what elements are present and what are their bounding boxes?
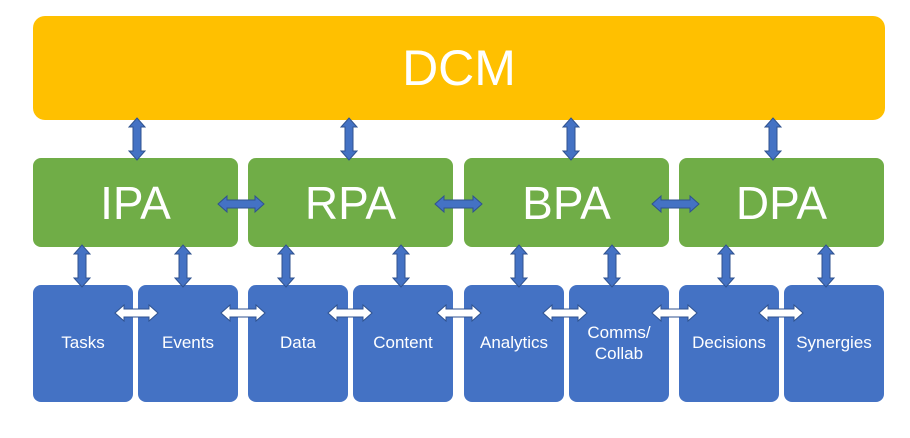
leaf-link-arrow-2	[173, 244, 193, 288]
leaf-link-arrow-8	[816, 244, 836, 288]
bpa-label: BPA	[522, 176, 611, 229]
synergies-label: Synergies	[796, 333, 872, 353]
tasks-label: Tasks	[61, 333, 105, 353]
leaf-link-arrow-1	[72, 244, 92, 288]
content-box: Content	[353, 285, 453, 402]
dcm-link-arrow-3	[561, 117, 581, 161]
dcm-link-arrow-2	[339, 117, 359, 161]
tasks-box: Tasks	[33, 285, 133, 402]
data-box: Data	[248, 285, 348, 402]
decisions-label: Decisions	[692, 333, 766, 353]
content-label: Content	[373, 333, 433, 353]
dpa-label: DPA	[735, 176, 828, 229]
bpa-box: BPA	[464, 158, 669, 247]
synergies-box: Synergies	[784, 285, 884, 402]
dcm-link-arrow-4	[763, 117, 783, 161]
leaf-link-arrow-5	[509, 244, 529, 288]
decisions-box: Decisions	[679, 285, 779, 402]
ipa-box: IPA	[33, 158, 238, 247]
ipa-label: IPA	[100, 176, 171, 229]
analytics-box: Analytics	[464, 285, 564, 402]
data-label: Data	[280, 333, 316, 353]
dpa-box: DPA	[679, 158, 884, 247]
analytics-label: Analytics	[479, 333, 549, 353]
comms-collab-box: Comms/ Collab	[569, 285, 669, 402]
events-label: Events	[162, 333, 214, 353]
leaf-link-arrow-3	[276, 244, 296, 288]
dcm-box: DCM	[33, 16, 885, 120]
rpa-box: RPA	[248, 158, 453, 247]
dcm-link-arrow-1	[127, 117, 147, 161]
dcm-label: DCM	[402, 40, 516, 96]
leaf-link-arrow-4	[391, 244, 411, 288]
leaf-link-arrow-6	[602, 244, 622, 288]
events-box: Events	[138, 285, 238, 402]
rpa-label: RPA	[304, 176, 397, 229]
leaf-link-arrow-7	[716, 244, 736, 288]
comms-collab-label: Comms/ Collab	[587, 323, 651, 363]
